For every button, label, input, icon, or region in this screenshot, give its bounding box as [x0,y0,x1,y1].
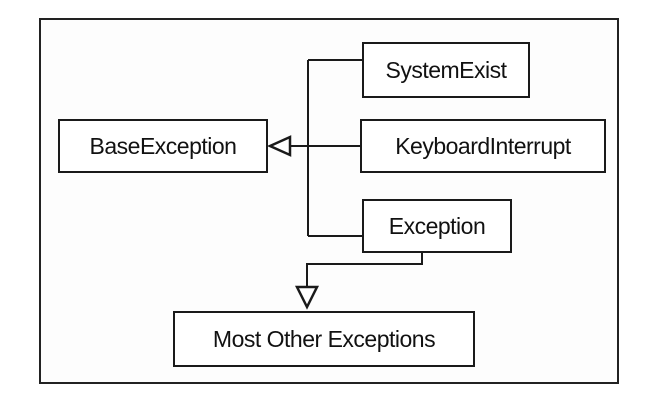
exception-to-most-other-connector [306,253,423,286]
system-exist-label: SystemExist [385,56,507,83]
most-other-exceptions-label: Most Other Exceptions [212,325,436,352]
exception-label: Exception [388,212,486,239]
base-exception-label: BaseException [89,132,237,159]
base-exception-arrowhead [266,135,292,157]
system-exist-box: SystemExist [362,42,530,98]
most-other-exceptions-box: Most Other Exceptions [173,311,475,367]
exception-box: Exception [362,199,512,253]
base-exception-box: BaseException [58,119,268,173]
keyboard-interrupt-label: KeyboardInterrupt [395,132,571,159]
exception-arrowhead [294,285,320,310]
keyboard-interrupt-box: KeyboardInterrupt [360,119,606,173]
